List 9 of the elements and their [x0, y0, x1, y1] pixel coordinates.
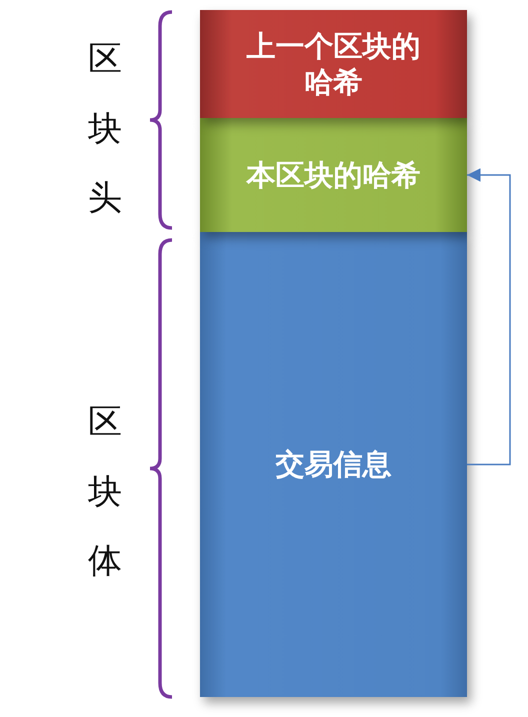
header-block [200, 10, 467, 118]
connector-arrow [467, 168, 511, 466]
body-block [200, 232, 467, 697]
block-label: 交易信息 [276, 446, 392, 483]
section-label: 区块头 [88, 38, 122, 220]
block-label: 上一个区块的哈希 [246, 28, 422, 100]
section-label: 区块体 [88, 401, 122, 584]
header-block [200, 118, 467, 232]
block-label: 本区块的哈希 [246, 156, 420, 194]
